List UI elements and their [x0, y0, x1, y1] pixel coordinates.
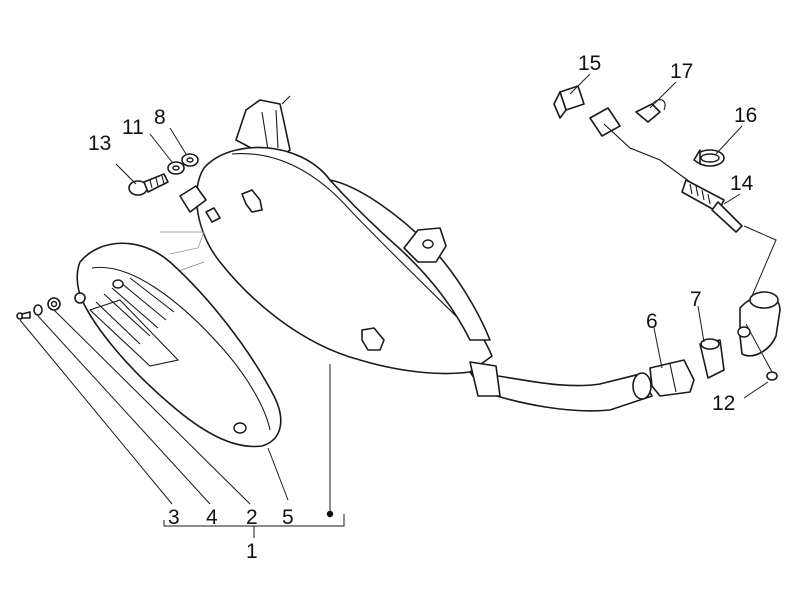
canister-stub [179, 185, 207, 213]
callout-4: 4 [206, 506, 218, 529]
nut-12 [766, 371, 778, 381]
muffler-assembly [160, 95, 653, 412]
grommet-shield [74, 292, 86, 304]
callout-2: 2 [246, 506, 258, 529]
callout-11: 11 [122, 116, 144, 139]
callout-12: 12 [712, 392, 735, 415]
bolt-13 [128, 173, 169, 196]
hose-clamp-16 [693, 149, 725, 167]
cable-clip-17 [635, 99, 666, 123]
shield-hole-upper [112, 279, 124, 289]
callout-6: 6 [646, 310, 658, 333]
leader-dot [326, 510, 334, 518]
gasket-6 [649, 359, 695, 397]
heat-shield [76, 242, 282, 448]
sleeve-7 [699, 338, 725, 379]
callout-5: 5 [282, 506, 294, 529]
washer-4 [33, 304, 43, 316]
shield-hole-lower [233, 422, 247, 434]
callout-16: 16 [734, 104, 757, 127]
elbow-connector [737, 291, 781, 357]
screw-3 [16, 311, 31, 320]
pipe-collar [469, 361, 501, 397]
pipe-outlet [632, 372, 652, 400]
muffler-rear-shell [329, 179, 491, 341]
canister-clip-upper [241, 189, 263, 213]
callout-14: 14 [730, 172, 754, 195]
canister-clip-side [205, 207, 221, 223]
callout-3: 3 [168, 506, 180, 529]
callout-13: 13 [88, 132, 111, 155]
callout-1: 1 [246, 540, 258, 563]
callout-17: 17 [670, 60, 693, 83]
exhaust-pipe [469, 371, 653, 412]
callout-8: 8 [154, 106, 166, 129]
canister-clip-lower [361, 327, 385, 351]
lambda-sensor [553, 85, 743, 233]
callout-15: 15 [578, 52, 601, 75]
heat-shield-body [76, 242, 282, 448]
muffler-canister [195, 146, 493, 375]
callout-7: 7 [690, 288, 702, 311]
heat-shield-slot [95, 277, 175, 345]
